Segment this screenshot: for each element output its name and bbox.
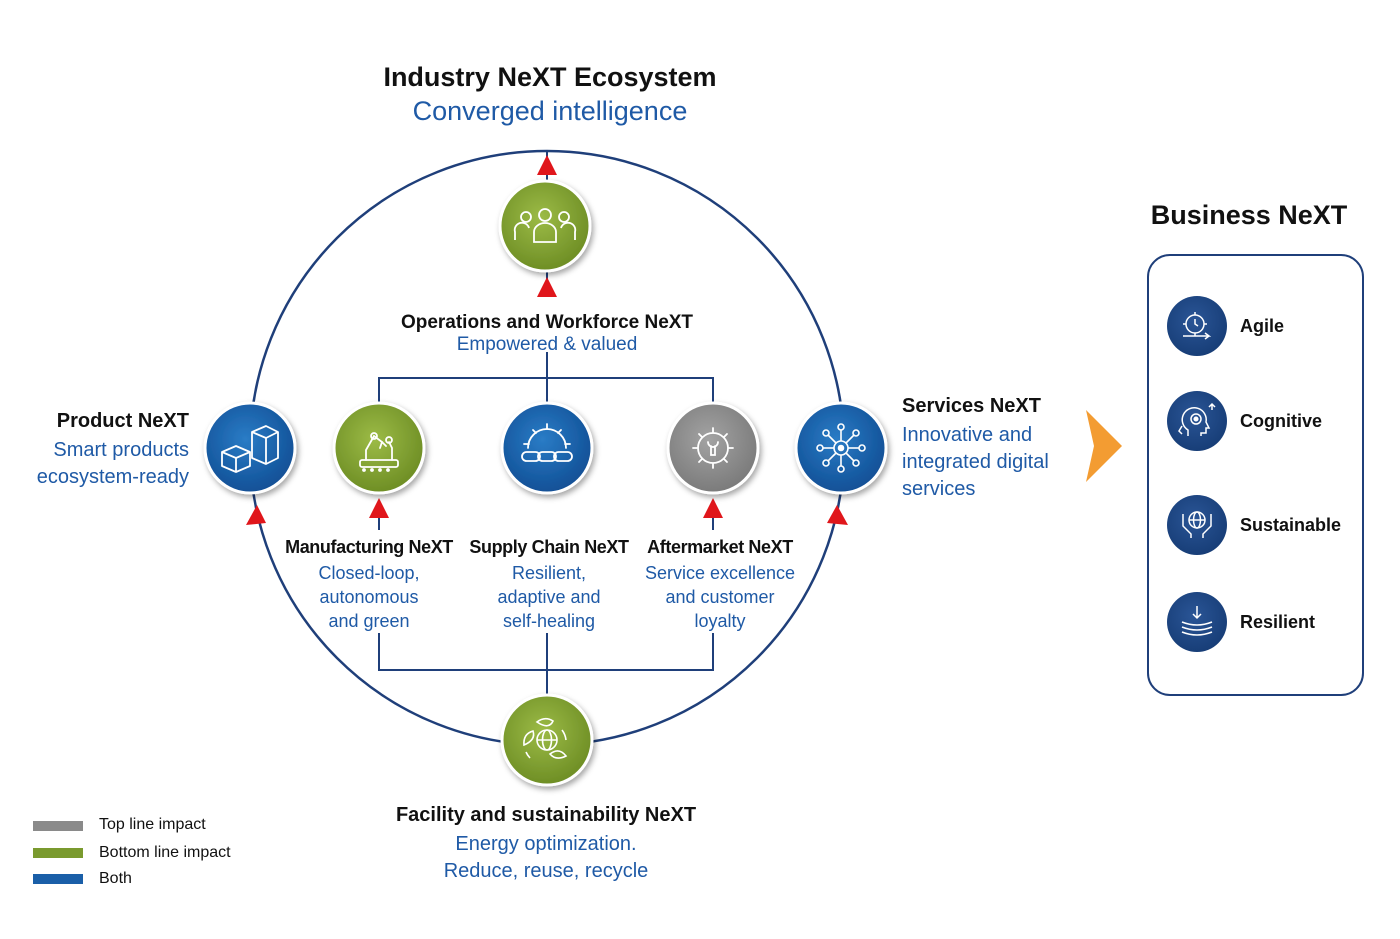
supply-chain-node[interactable]	[500, 401, 594, 495]
agile-gear-icon	[1183, 312, 1212, 340]
resilient-layers-icon	[1181, 606, 1213, 636]
red-arrows	[246, 155, 848, 525]
business-title: Business NeXT	[1150, 200, 1348, 230]
facility-subtitle: Energy optimization.Reduce, reuse, recyc…	[443, 833, 649, 882]
legend-swatch-top-line	[33, 821, 83, 831]
legend-label-bottom-line: Bottom line impact	[99, 844, 231, 861]
legend-label-both: Both	[99, 870, 132, 887]
aftermarket-node[interactable]	[666, 401, 760, 495]
facility-title: Facility and sustainability NeXT	[395, 804, 697, 826]
resilient-badge	[1167, 592, 1227, 652]
product-title: Product NeXT	[56, 410, 189, 432]
operations-subtitle: Empowered & valued	[456, 334, 638, 355]
operations-node[interactable]	[498, 179, 592, 273]
aftermarket-title: Aftermarket NeXT	[647, 537, 793, 557]
hands-globe-icon	[1182, 511, 1212, 538]
network-hub-icon	[816, 423, 866, 473]
ecosystem-title: Industry NeXT Ecosystem	[383, 62, 717, 92]
ecosystem-subtitle: Converged intelligence	[412, 96, 688, 126]
operations-title: Operations and Workforce NeXT	[400, 312, 694, 333]
services-title: Services NeXT	[902, 395, 1041, 417]
gear-wrench-icon	[692, 427, 734, 469]
gear-chain-icon	[521, 423, 573, 462]
cognitive-badge	[1167, 391, 1227, 451]
product-node[interactable]	[203, 401, 297, 495]
forward-chevron	[1086, 410, 1122, 482]
workforce-icon	[513, 208, 577, 243]
sustainable-badge	[1167, 495, 1227, 555]
head-gear-icon	[1178, 402, 1216, 436]
supply-chain-title: Supply Chain NeXT	[469, 537, 629, 557]
globe-leaves-icon	[523, 717, 568, 759]
business-item-cognitive: Cognitive	[1240, 411, 1323, 431]
manufacturing-node[interactable]	[332, 401, 426, 495]
business-item-sustainable: Sustainable	[1240, 515, 1342, 535]
legend-swatch-both	[33, 874, 83, 884]
robot-arm-icon	[359, 432, 399, 472]
boxes-icon	[221, 425, 279, 473]
legend-label-top-line: Top line impact	[99, 816, 206, 833]
business-item-resilient: Resilient	[1240, 612, 1316, 632]
legend-swatch-bottom-line	[33, 848, 83, 858]
business-item-agile: Agile	[1240, 316, 1285, 336]
legend-swatches	[33, 821, 83, 884]
business-next-box	[1147, 254, 1364, 696]
manufacturing-title: Manufacturing NeXT	[285, 537, 453, 557]
agile-badge	[1167, 296, 1227, 356]
